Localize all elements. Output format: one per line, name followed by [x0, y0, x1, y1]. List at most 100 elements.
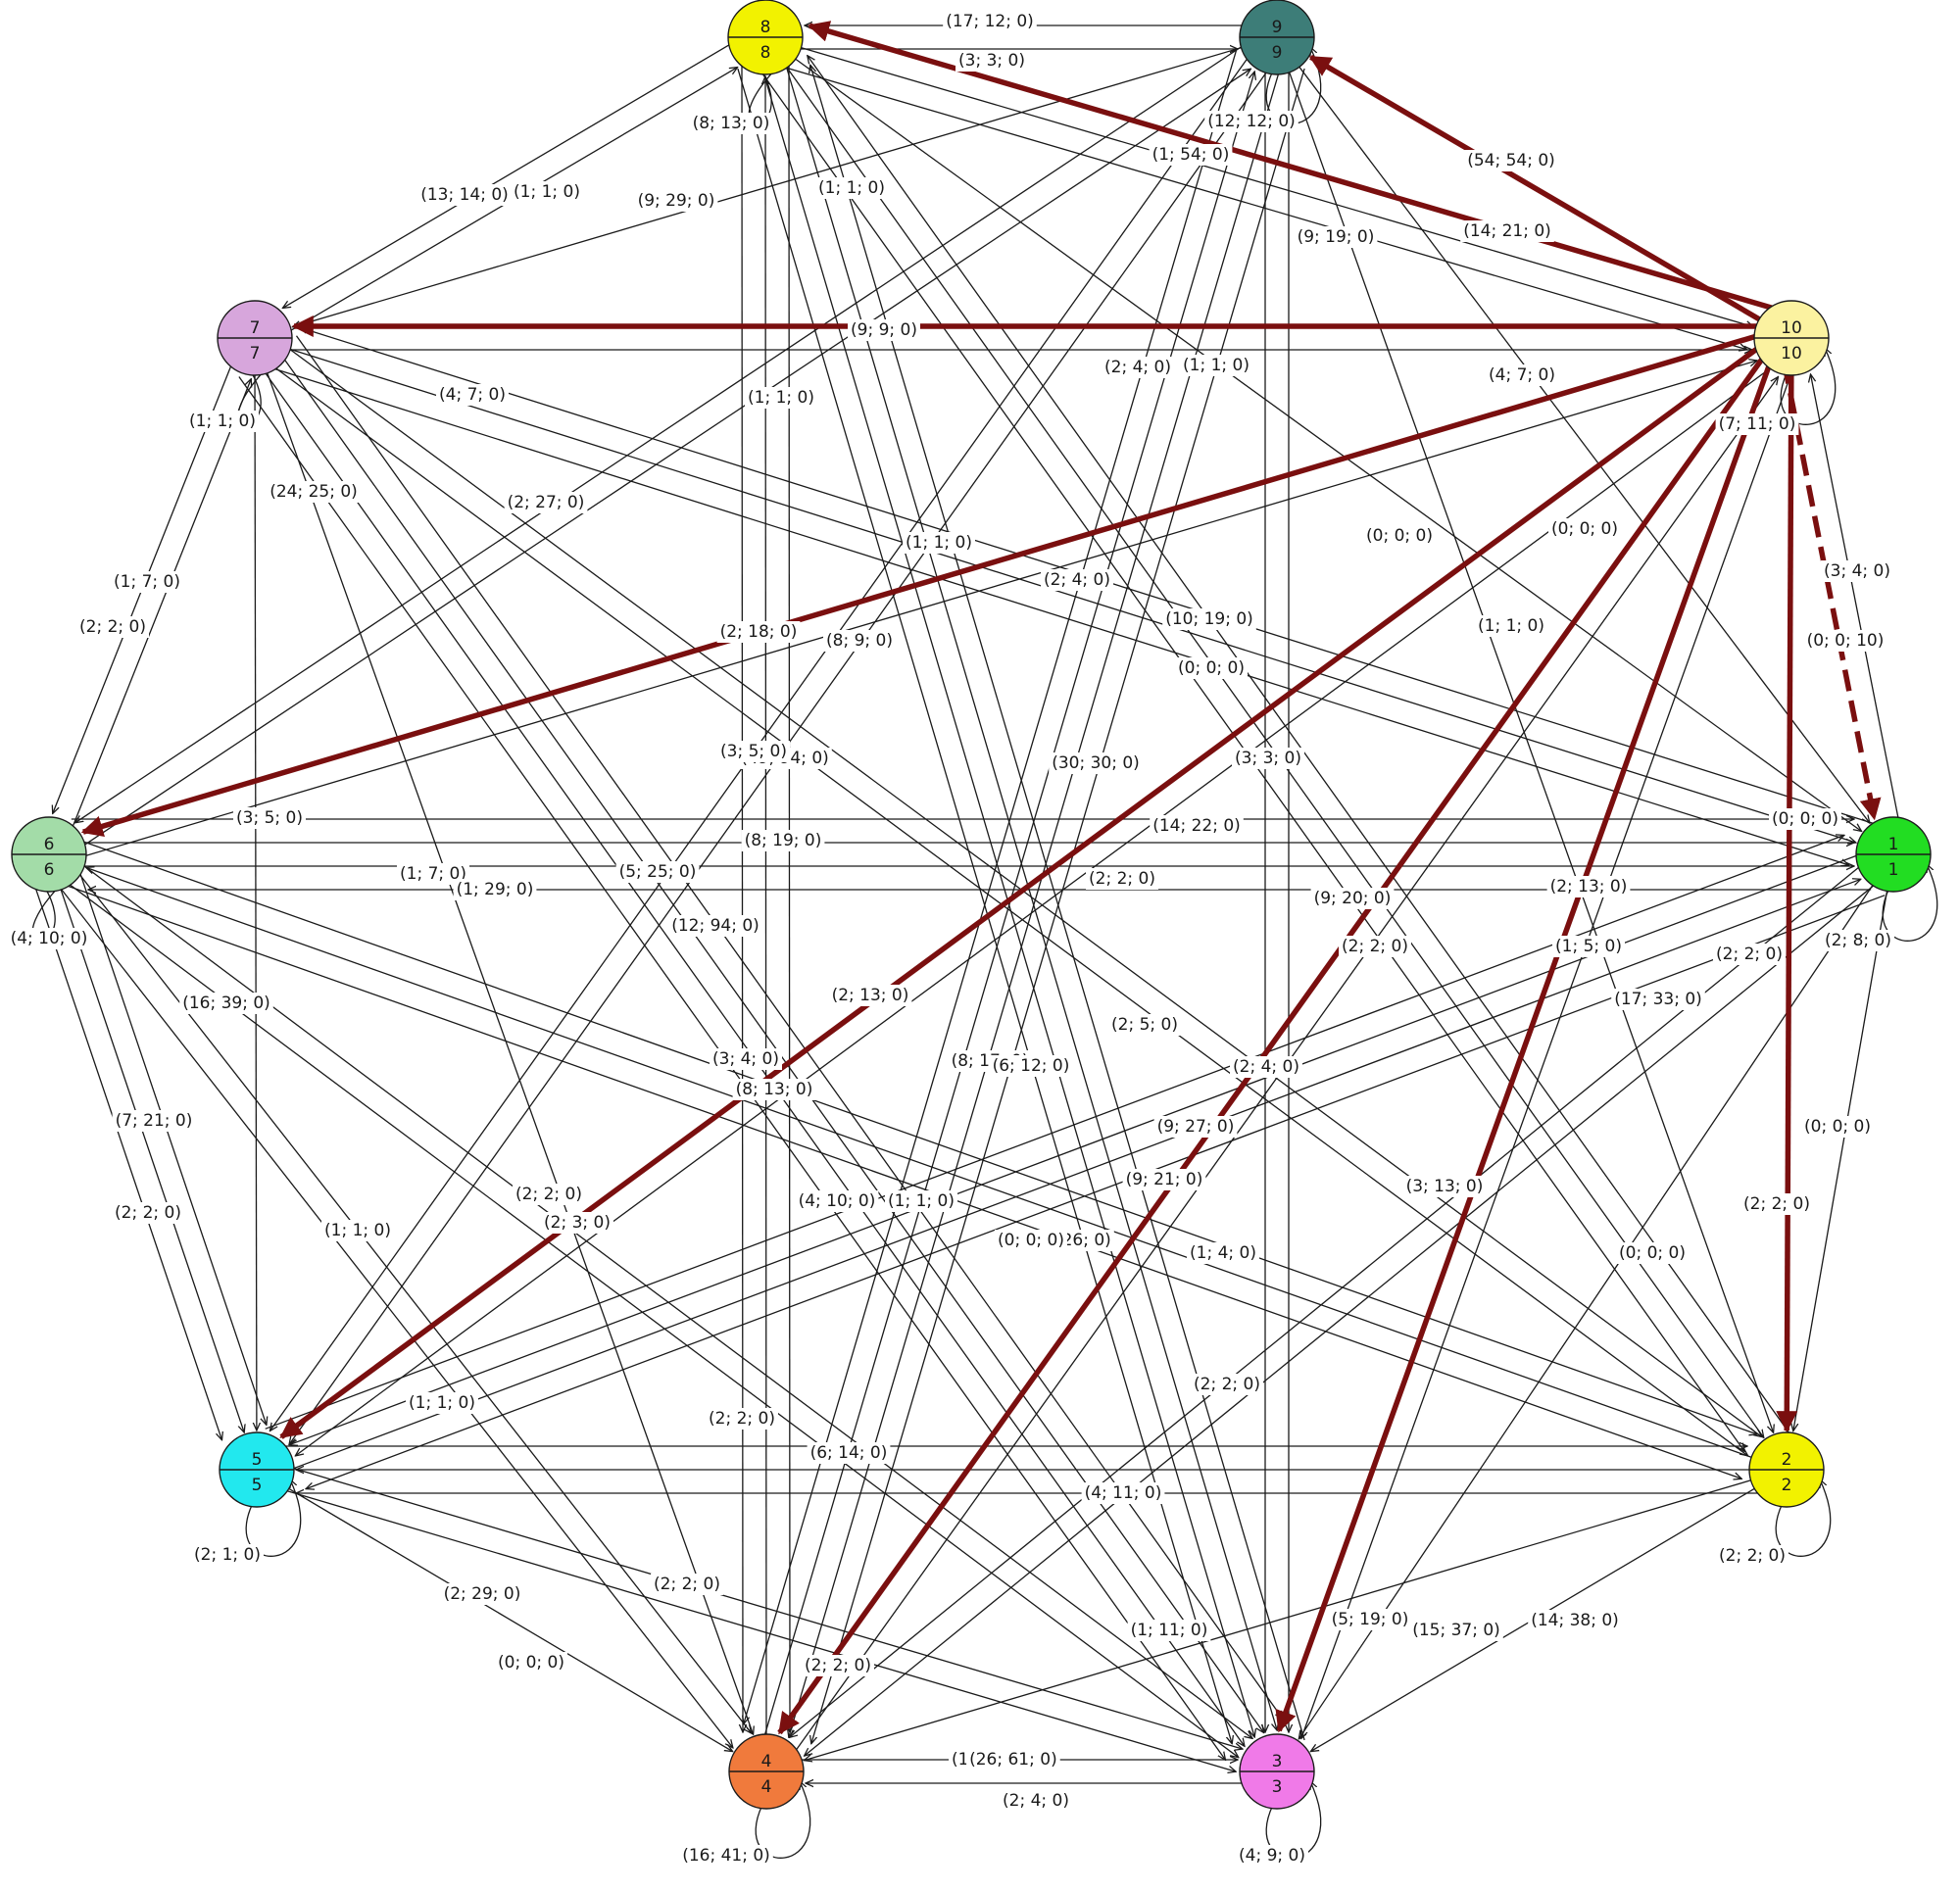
highlighted-edge-10-6 — [80, 330, 1768, 838]
edge-7-2 — [265, 360, 1748, 1456]
node-7[interactable]: 77 — [217, 300, 293, 376]
loop-label-7: (1; 1; 0) — [189, 412, 256, 431]
loop-label-bg — [1715, 413, 1799, 435]
edge-6-4 — [53, 878, 733, 1748]
edge-label-bg — [397, 863, 469, 885]
edge-label-4-10: (17; 33; 0) — [1614, 990, 1702, 1009]
self-loop-2 — [1775, 1479, 1832, 1557]
edge-label-bg — [1041, 569, 1113, 591]
edge-label-8-10: (14; 21; 0) — [1463, 221, 1551, 241]
edge-label-bg — [966, 1749, 1060, 1770]
node-bottom-label: 5 — [252, 1476, 263, 1495]
edge-label-10-5: (2; 13; 0) — [832, 986, 909, 1005]
edge-label-10-6: (2; 18; 0) — [720, 622, 798, 642]
node-6[interactable]: 66 — [11, 816, 87, 893]
self-loops — [31, 47, 1938, 1859]
edge-label-8-3: (1; 29; 0) — [457, 880, 534, 899]
edge-label-bg — [1127, 1620, 1211, 1641]
loop-label-bg — [7, 928, 91, 949]
edge-label-6-9: (8; 9; 0) — [826, 631, 893, 651]
edge-label-10-5: (4; 10; 0) — [799, 1191, 876, 1211]
node-8[interactable]: 88 — [727, 0, 804, 75]
edge-label-bg — [1464, 150, 1558, 171]
edge-label-1-2: (2; 2; 0) — [115, 1203, 181, 1223]
edge-5-3 — [281, 1464, 1243, 1749]
edge-label-8-4: (1; 1; 0) — [888, 1191, 955, 1211]
edge-label-bg — [1363, 525, 1436, 547]
edge-label-3-8: (2; 4; 0) — [1233, 1057, 1299, 1077]
edge-label-bg — [504, 492, 588, 513]
edge-6-2 — [77, 839, 1758, 1434]
edge-label-bg — [1102, 357, 1174, 378]
node-4[interactable]: 44 — [728, 1733, 805, 1810]
edge-label-bg — [732, 1079, 816, 1100]
highlighted-edge-10-1 — [1781, 362, 1882, 821]
edge-6-3 — [74, 857, 1252, 1738]
edge-label-6-1: (8; 13; 0) — [736, 1080, 813, 1099]
loop-label-bg — [679, 1845, 773, 1867]
edge-label-1-10: (3; 4; 0) — [1824, 561, 1890, 581]
loop-label-4: (16; 41; 0) — [682, 1846, 770, 1866]
highlighted-edge-10-8 — [807, 21, 1778, 313]
edge-label-bg — [495, 1652, 567, 1673]
edge-label-6-1: (9; 20; 0) — [1314, 889, 1392, 908]
edge-label-bg — [1191, 1374, 1263, 1395]
edge-label-9-4: (4; 7; 0) — [1489, 365, 1555, 385]
edge-label-bg — [651, 1574, 723, 1595]
edge-9-7 — [292, 42, 1256, 326]
node-3[interactable]: 33 — [1239, 1733, 1315, 1810]
edge-6-5 — [55, 875, 244, 1433]
self-loop-5 — [245, 1479, 302, 1557]
edge-label-7-2: (2; 2; 0) — [1743, 1194, 1810, 1214]
edge-label-bg — [1149, 144, 1233, 166]
node-9[interactable]: 99 — [1239, 0, 1315, 75]
edge-label-bg — [802, 1655, 874, 1676]
node-top-label: 9 — [1272, 18, 1283, 37]
edge-label-7-3: (4; 7; 0) — [439, 385, 506, 405]
edge-label-bg — [1713, 944, 1786, 965]
edge-label-9-3: (1; 1; 0) — [1478, 616, 1544, 636]
highlighted-edge-10-2 — [1776, 360, 1798, 1433]
loop-label-2: (2; 2; 0) — [1719, 1546, 1786, 1566]
node-top-label: 5 — [252, 1450, 263, 1470]
edge-label-bg — [1294, 226, 1378, 248]
edge-label-bg — [828, 985, 912, 1006]
edge-label-bg — [1187, 1242, 1259, 1264]
edge-label-5-3: (2; 29; 0) — [444, 1584, 521, 1604]
self-loop-4 — [755, 1781, 811, 1859]
edge-5-3 — [274, 1486, 1237, 1771]
loop-label-8: (8; 13; 0) — [693, 114, 770, 133]
edge-label-bg — [1310, 888, 1395, 909]
node-top-label: 4 — [761, 1752, 772, 1771]
edge-label-bg — [1740, 1193, 1813, 1215]
edge-label-9-5: (1; 1; 0) — [748, 388, 814, 408]
edge-label-7-10: (2; 4; 0) — [1104, 358, 1171, 377]
node-2[interactable]: 22 — [1748, 1431, 1825, 1508]
node-bottom-label: 7 — [250, 344, 261, 364]
edge-label-1-6: (2; 2; 0) — [1089, 869, 1155, 889]
node-bottom-label: 6 — [44, 860, 55, 880]
edge-9-4 — [744, 48, 1238, 1724]
highlighted-edges — [80, 21, 1882, 1735]
edge-labels: (17; 12; 0)(3; 3; 0)(54; 54; 0)(1; 54; 0… — [7, 11, 1894, 1867]
edge-label-bg — [1611, 989, 1705, 1010]
node-1[interactable]: 11 — [1855, 816, 1932, 893]
node-5[interactable]: 55 — [219, 1431, 295, 1508]
edge-label-2-4: (14; 38; 0) — [1531, 1611, 1619, 1630]
edge-label-bg — [848, 319, 920, 341]
edge-label-bg — [1049, 752, 1143, 774]
edge-label-7-5: (1; 7; 0) — [400, 864, 466, 884]
edge-label-bg — [76, 616, 149, 638]
edge-label-bg — [1528, 1610, 1622, 1631]
edge-label-bg — [668, 915, 762, 937]
edge-label-10-8: (1; 54; 0) — [1152, 145, 1230, 165]
edge-9-1 — [1290, 54, 1870, 823]
edge-1-2 — [1793, 876, 1890, 1431]
edge-label-5-4: (1; 11; 0) — [1131, 1621, 1208, 1640]
edge-label-bg — [1339, 936, 1411, 957]
edge-2-6 — [86, 867, 1766, 1464]
edge-1-4 — [805, 877, 1885, 1756]
edge-label-7-3: (1; 1; 0) — [409, 1393, 475, 1413]
edge-label-8-3: (3; 5; 0) — [720, 742, 787, 761]
